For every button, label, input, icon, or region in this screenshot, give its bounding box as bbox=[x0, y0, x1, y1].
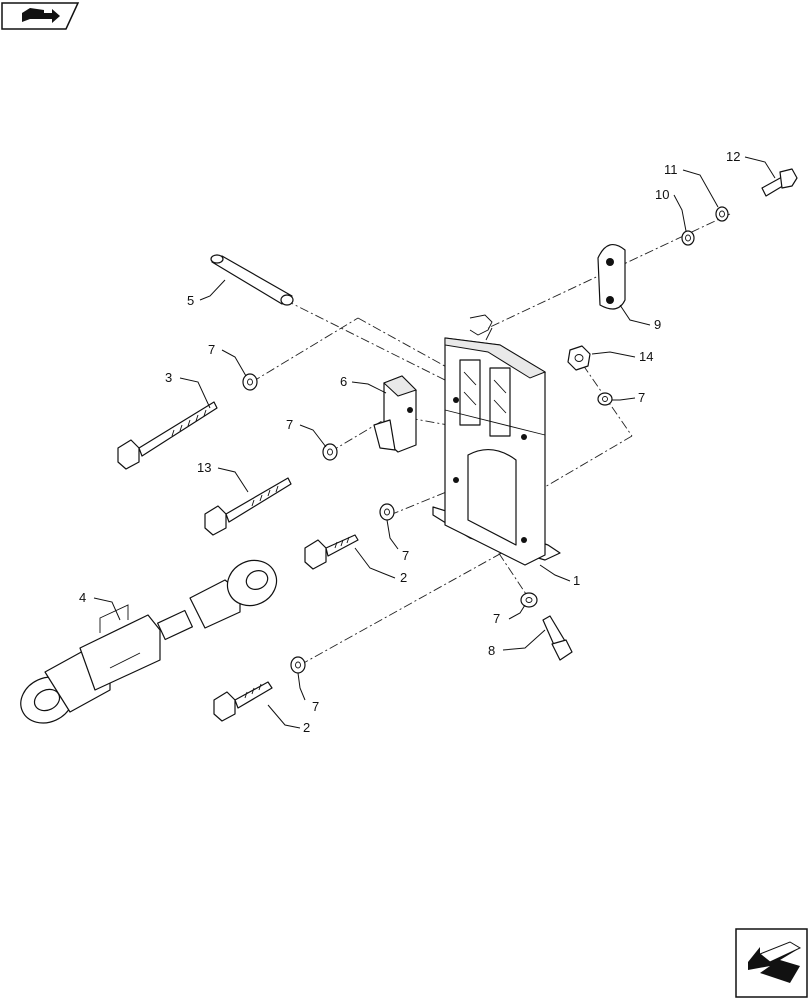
long-bolt-part-3 bbox=[117, 401, 218, 470]
callout-7c: 7 bbox=[402, 548, 409, 563]
callout-13: 13 bbox=[197, 460, 211, 475]
callout-9: 9 bbox=[654, 317, 661, 332]
callout-11: 11 bbox=[664, 162, 678, 177]
callout-7b: 7 bbox=[286, 417, 293, 432]
callout-4: 4 bbox=[79, 590, 86, 605]
callout-2-upper: 2 bbox=[400, 570, 407, 585]
washer-part-11 bbox=[715, 206, 729, 222]
callout-5: 5 bbox=[187, 293, 194, 308]
nut-part-14 bbox=[567, 345, 591, 371]
washer-7a bbox=[242, 373, 258, 391]
callout-10: 10 bbox=[655, 187, 669, 202]
spacer-part-10 bbox=[681, 230, 695, 246]
callout-7a: 7 bbox=[208, 342, 215, 357]
hex-bolt-part-2-lower bbox=[213, 681, 273, 722]
navigate-arrow-icon[interactable] bbox=[735, 928, 808, 998]
callout-7d: 7 bbox=[312, 699, 319, 714]
washer-7c bbox=[379, 503, 395, 521]
callout-leaders bbox=[93, 156, 776, 729]
callout-2-lower: 2 bbox=[303, 720, 310, 735]
callout-labels: 1 2 2 3 4 5 6 7 7 7 7 7 7 8 9 10 11 12 1… bbox=[79, 149, 740, 735]
callout-3: 3 bbox=[165, 370, 172, 385]
washer-7d bbox=[290, 656, 306, 674]
washers-part-7 bbox=[242, 373, 613, 674]
bolt-part-8 bbox=[542, 615, 573, 661]
hex-bolt-part-2-upper bbox=[304, 534, 359, 570]
washer-7e bbox=[597, 392, 613, 406]
callout-14: 14 bbox=[639, 349, 653, 364]
callout-12: 12 bbox=[726, 149, 740, 164]
bolt-part-12 bbox=[761, 168, 798, 197]
link-plate-part-9 bbox=[597, 243, 626, 310]
pin-part-5 bbox=[210, 254, 294, 306]
assembly-centerlines bbox=[251, 213, 731, 666]
washer-7f bbox=[520, 592, 538, 608]
callout-6: 6 bbox=[340, 374, 347, 389]
washer-7b bbox=[322, 443, 338, 461]
block-part-6 bbox=[373, 375, 417, 453]
turnbuckle-part-4 bbox=[20, 559, 278, 724]
callout-7e: 7 bbox=[638, 390, 645, 405]
callout-1: 1 bbox=[573, 573, 580, 588]
book-arrow-icon[interactable] bbox=[1, 2, 80, 30]
callout-8: 8 bbox=[488, 643, 495, 658]
callout-7f: 7 bbox=[493, 611, 500, 626]
bolt-part-13 bbox=[204, 477, 292, 536]
main-bracket-part-1 bbox=[432, 314, 561, 566]
